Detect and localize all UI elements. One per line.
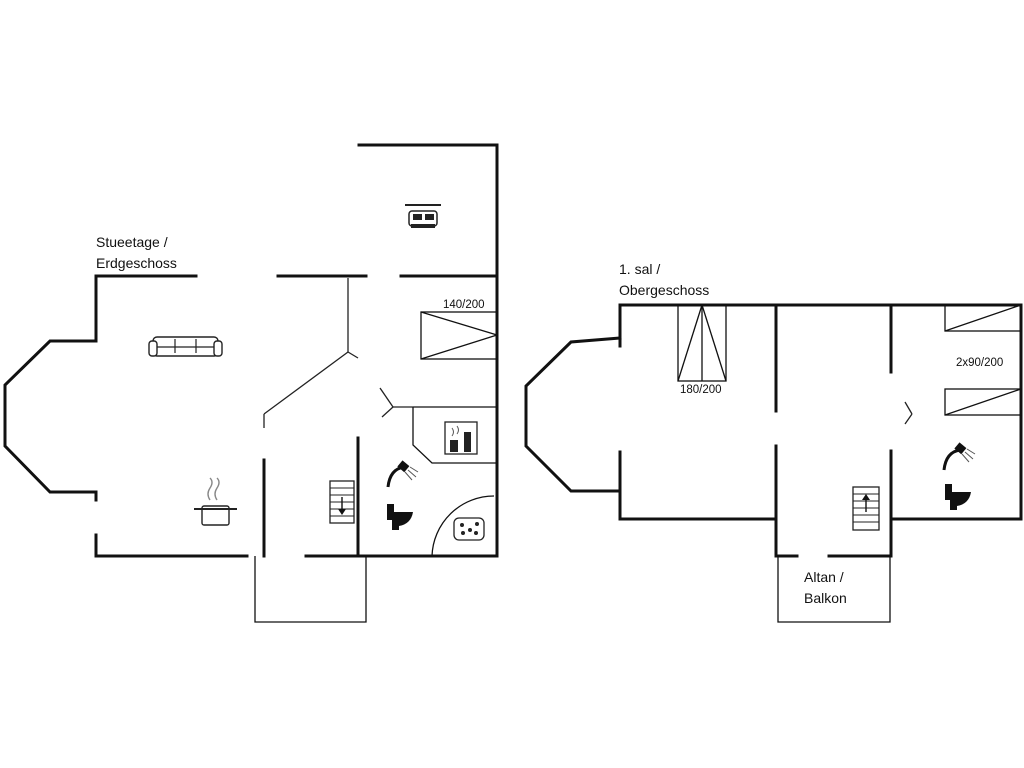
toilet-icon bbox=[945, 484, 971, 510]
sofa-icon bbox=[148, 336, 223, 357]
first-floor-door bbox=[904, 401, 913, 425]
first-floor-label-line1: 1. sal / bbox=[619, 261, 660, 277]
shower-icon bbox=[942, 442, 976, 471]
double-bed-ground: 140/200 bbox=[420, 299, 498, 360]
bed-size-label: 140/200 bbox=[443, 299, 485, 311]
whirlpool-area bbox=[431, 495, 495, 557]
shower-icon bbox=[386, 460, 419, 488]
balcony-label-line1: Altan / bbox=[804, 569, 844, 585]
twin-beds-first: 2x90/200 bbox=[944, 304, 1022, 416]
first-floor-label-line2: Obergeschoss bbox=[619, 282, 709, 298]
sauna-icon bbox=[444, 421, 478, 455]
double-bed-first: 180/200 bbox=[677, 304, 727, 396]
bed-size-twin-label: 2x90/200 bbox=[956, 357, 1003, 369]
kitchen-pot-icon bbox=[194, 477, 237, 526]
stairs-up-icon bbox=[852, 486, 880, 531]
ground-floor-plan: 140/200 bbox=[3, 143, 499, 623]
bed-size-double-label: 180/200 bbox=[680, 384, 722, 396]
whirlpool-icon bbox=[453, 517, 485, 541]
ground-floor-label-line2: Erdgeschoss bbox=[96, 255, 177, 271]
ground-floor-label-line1: Stueetage / bbox=[96, 234, 168, 250]
stairs-down-icon bbox=[329, 480, 355, 524]
sauna-room bbox=[412, 406, 497, 464]
toilet-icon bbox=[387, 504, 413, 530]
bed-icon bbox=[405, 204, 441, 228]
first-floor-plan: 180/200 2x90/200 bbox=[524, 261, 1023, 623]
balcony-label-line2: Balkon bbox=[804, 590, 847, 606]
ground-floor-doors bbox=[263, 278, 413, 428]
